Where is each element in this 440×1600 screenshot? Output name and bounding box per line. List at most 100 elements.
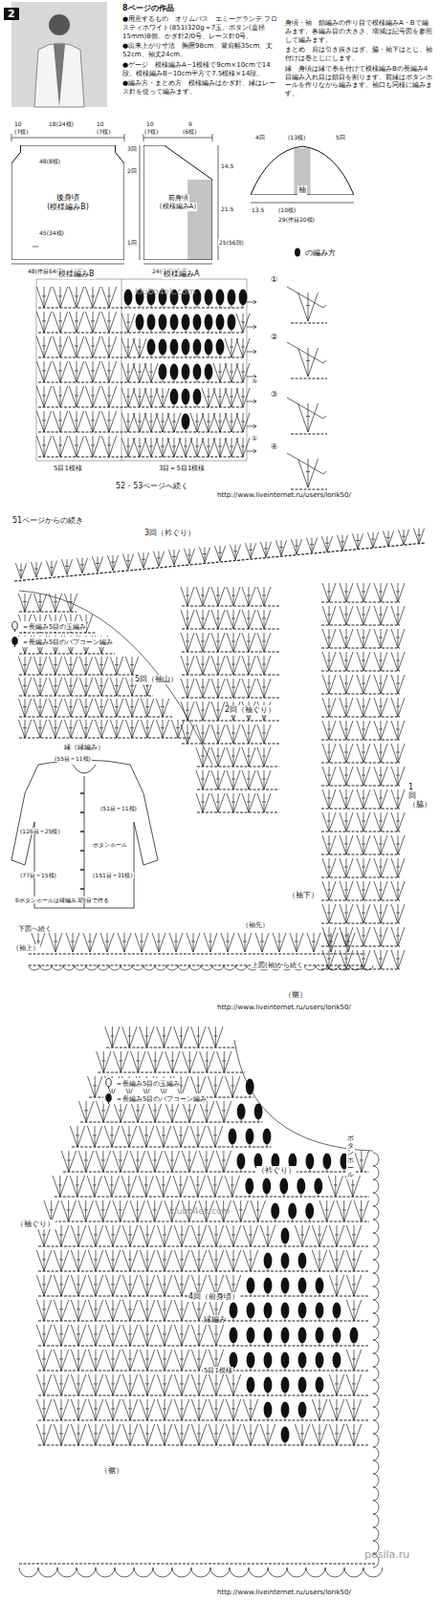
legend-item: ＝長編み5目の玉編み	[9, 621, 87, 633]
piece-name: 後身頃	[55, 193, 81, 203]
stitch-symbol-shape	[12, 637, 19, 645]
figure-number: 2	[3, 7, 20, 21]
label: ②	[269, 332, 279, 343]
chart-frame	[36, 279, 247, 462]
label: 模様編みA	[162, 269, 200, 280]
label: 51ページからの続き	[11, 516, 85, 527]
puff-stitches	[124, 289, 359, 1445]
label: 4回	[254, 133, 266, 141]
pattern-a-band	[293, 148, 310, 196]
label: ●用意するもの オリムパス エミーグランデ フロスティホワイト(851)320g…	[122, 15, 282, 41]
label: の編み方	[304, 248, 337, 259]
stitch-symbol-shape	[12, 621, 19, 630]
piece-name: (模様編みB)	[45, 202, 90, 213]
label: 1回（脇）	[407, 784, 418, 810]
pattern-a-band	[187, 179, 213, 261]
label: ボタンホール	[91, 841, 129, 849]
stitch-symbol-stem	[14, 645, 16, 648]
label: 29(作目20模)	[277, 216, 316, 223]
watermark: posila.ru	[363, 1549, 411, 1562]
label: 下図へ続く	[17, 925, 53, 934]
label: （裾）	[99, 1467, 125, 1477]
stitch-symbol-stem	[108, 1087, 110, 1090]
label: 48(8模)	[38, 157, 62, 165]
photo-inner	[53, 44, 66, 108]
piece-name: (模様編みA)	[158, 202, 198, 212]
label: 縁 身頃は縁で糸を付けて模様編みBの長編み4目編み入れ目は鎖目を割ります。前縁は…	[285, 65, 435, 99]
label: 18(24模)	[47, 120, 75, 128]
sleeve-piece: 袖	[250, 145, 354, 196]
label: ③	[269, 390, 279, 400]
label: 5目1模様	[202, 1367, 234, 1376]
label: ①	[250, 435, 259, 443]
label: 13.5	[250, 206, 265, 214]
photo-ground	[11, 1, 108, 108]
label: ボタンホール	[346, 1136, 355, 1181]
label: 4回（前身頃）	[187, 1293, 241, 1303]
piece-shape	[11, 145, 125, 261]
legend-item: ＝長編み5目の玉編み	[103, 1078, 180, 1090]
label: 10	[13, 120, 23, 128]
label: (7模)	[13, 128, 30, 135]
label: http://www.liveinternet.ru/users/lorik50…	[216, 1004, 352, 1012]
label: ●出来上がり寸法 胸囲98cm、背肩幅35cm、丈52cm、袖丈24cm。	[122, 42, 282, 60]
cardigan-outline	[11, 760, 158, 909]
label: 5目1模様	[52, 464, 84, 473]
label: http://www.liveinternet.ru/users/lorik50…	[216, 491, 352, 500]
back-piece: 後身頃(模様編みB)	[11, 145, 125, 261]
label: (10模)	[277, 206, 297, 214]
stitch-symbol-stem	[108, 1102, 110, 1105]
cardigan-front	[72, 765, 96, 909]
label: 21.5	[220, 205, 235, 213]
buttonhole-marks	[80, 793, 85, 890]
piece-text: 後身頃(模様編みB)	[11, 145, 125, 261]
label: 5回（袖山）	[133, 675, 179, 685]
stitch-symbol-shape	[294, 248, 301, 258]
label: ⑤ボタンホールは縁編み3段目で作る	[13, 897, 110, 904]
label: まとめ 肩は引き抜きはぎ、脇・袖下はとじ、袖付けは巻とじにします。	[285, 45, 435, 64]
label: 8ページの作品	[122, 3, 282, 14]
stitch-symbol-shape	[106, 1094, 112, 1102]
text-column: 身頃・袖 鎖編みの作り目で模様編みA・Bで編みます。各編み目の大きさ、増減は記号…	[285, 19, 435, 101]
label: 14.5	[220, 162, 235, 170]
label: ●編み方・まとめ方 模様編みはかぎ針、縁はレース針を使って編みます。	[122, 79, 282, 97]
crochet-charts	[14, 286, 426, 1579]
label: 縁編み	[202, 1316, 228, 1326]
label: 2回（袖ぐり）	[223, 705, 277, 716]
label: (7模)	[143, 128, 160, 135]
label: ①	[269, 275, 279, 286]
label: （袖上）	[11, 945, 41, 953]
legend-text: ＝長編み5目の玉編み	[22, 622, 87, 633]
label: （袖下）	[286, 891, 320, 902]
legend-item: ＝長編み5目のパプコーン編み	[103, 1094, 207, 1105]
chain-rows	[14, 308, 426, 1565]
label: 9	[187, 120, 194, 128]
label: (55目＝11模)	[53, 755, 92, 763]
photo	[11, 1, 108, 108]
watermark: klubo4ek.com	[168, 1207, 231, 1218]
label: (77目＝15模)	[19, 872, 58, 880]
stitch-symbol	[9, 621, 21, 633]
label: 3目＝5目1模様	[157, 464, 206, 473]
piece-name: 前身頃	[167, 194, 190, 203]
label: 10	[95, 120, 106, 128]
piece-text: 前身頃(模様編みA)	[143, 145, 213, 261]
dimension-line	[11, 133, 354, 264]
piece-name: 袖	[297, 185, 308, 196]
label: 3回	[126, 145, 138, 153]
label: ④	[269, 442, 279, 453]
label: （衿ぐり）	[256, 1166, 297, 1177]
label: 上図(袖)から続く	[250, 962, 305, 970]
legend-text: ＝長編み5目のパプコーン編み	[115, 1095, 207, 1105]
label: 2回	[126, 167, 138, 175]
photo-cardigan	[34, 43, 85, 108]
label: (7模)	[95, 128, 112, 135]
label: 1回	[126, 239, 138, 246]
stitch-symbol	[103, 1094, 114, 1105]
label: 5回	[334, 133, 347, 141]
stitch-symbol	[103, 1078, 114, 1090]
stitch-symbol	[294, 248, 301, 258]
label: 25(56段)	[218, 239, 245, 246]
sleeve-cap	[250, 146, 354, 196]
